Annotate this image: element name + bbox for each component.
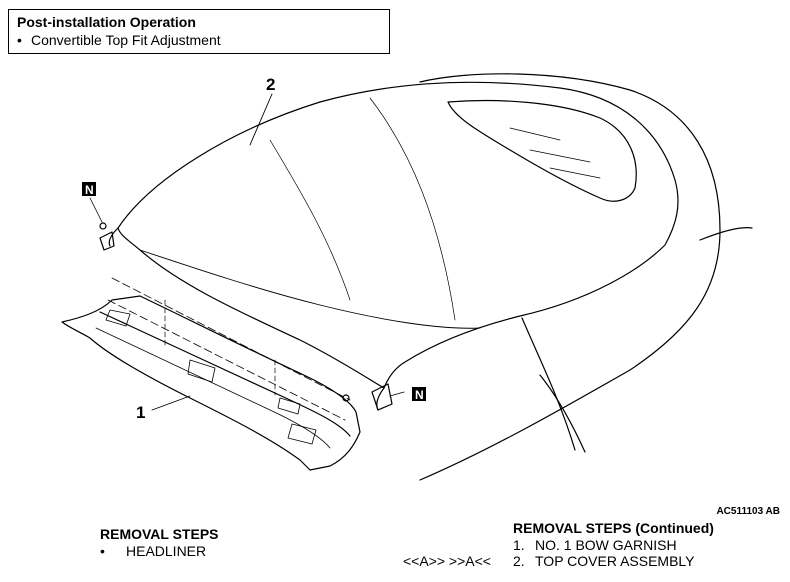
step-label: TOP COVER ASSEMBLY xyxy=(535,553,695,569)
figure-code: AC511103 AB xyxy=(716,506,780,517)
bullet-icon: • xyxy=(100,543,105,559)
top-cover-outline xyxy=(117,81,679,389)
fastener-left xyxy=(99,222,107,230)
post-installation-item: • Convertible Top Fit Adjustment xyxy=(17,31,381,49)
car-body-outline xyxy=(419,73,721,481)
top-cover-seam-2 xyxy=(269,139,351,301)
post-installation-box: Post-installation Operation • Convertible… xyxy=(8,9,390,54)
callout-1: 1 xyxy=(136,403,145,422)
alignment-line-bottom xyxy=(107,299,346,421)
step-reference xyxy=(403,537,513,553)
top-cover-seam-3 xyxy=(369,97,456,321)
fastener-right xyxy=(342,394,350,402)
new-part-mark-left: N xyxy=(82,182,96,197)
post-installation-item-label: Convertible Top Fit Adjustment xyxy=(31,32,221,48)
callout-1-leader xyxy=(151,395,191,411)
callout-2: 2 xyxy=(266,75,275,94)
step-number: 2. xyxy=(513,553,525,569)
car-side-line xyxy=(521,317,576,451)
fastener-left-leader xyxy=(89,197,103,223)
headliner-detail xyxy=(105,309,317,445)
removal-steps: REMOVAL STEPS • HEADLINER xyxy=(100,526,219,560)
step-reference: <<A>> >>A<< xyxy=(403,553,491,569)
removal-step-row: 1. NO. 1 BOW GARNISH xyxy=(403,537,714,553)
removal-steps-continued-title: REMOVAL STEPS (Continued) xyxy=(513,520,714,536)
fastener-right-leader xyxy=(389,391,405,397)
post-installation-title: Post-installation Operation xyxy=(17,14,196,30)
removal-step-item: • HEADLINER xyxy=(100,543,219,560)
headliner-outline xyxy=(61,295,361,471)
step-number: 1. xyxy=(513,537,525,553)
headliner-inner-line xyxy=(99,311,351,437)
removal-step-label: HEADLINER xyxy=(126,543,207,559)
step-label: NO. 1 BOW GARNISH xyxy=(535,537,677,553)
removal-steps-title: REMOVAL STEPS xyxy=(100,526,219,542)
car-body-rear-line xyxy=(699,227,753,241)
bullet-icon: • xyxy=(17,32,22,48)
removal-step-row: <<A>> >>A<< 2. TOP COVER ASSEMBLY xyxy=(403,553,714,569)
svg-text:N: N xyxy=(85,183,94,197)
right-latch xyxy=(371,383,393,411)
convertible-top-diagram: 2 1 N N xyxy=(61,73,753,481)
alignment-line-top xyxy=(111,277,351,401)
top-cover-window-shine xyxy=(509,127,601,179)
top-cover-rear-window xyxy=(447,99,637,202)
callout-2-leader xyxy=(249,93,273,146)
removal-steps-continued: REMOVAL STEPS (Continued) 1. NO. 1 BOW G… xyxy=(403,520,714,569)
top-cover-seam-1 xyxy=(139,249,481,329)
new-part-mark-right: N xyxy=(412,387,426,402)
car-side-line-2 xyxy=(539,374,586,453)
svg-text:N: N xyxy=(415,388,424,402)
left-latch xyxy=(99,231,115,251)
headliner-inner-line-2 xyxy=(95,327,331,449)
